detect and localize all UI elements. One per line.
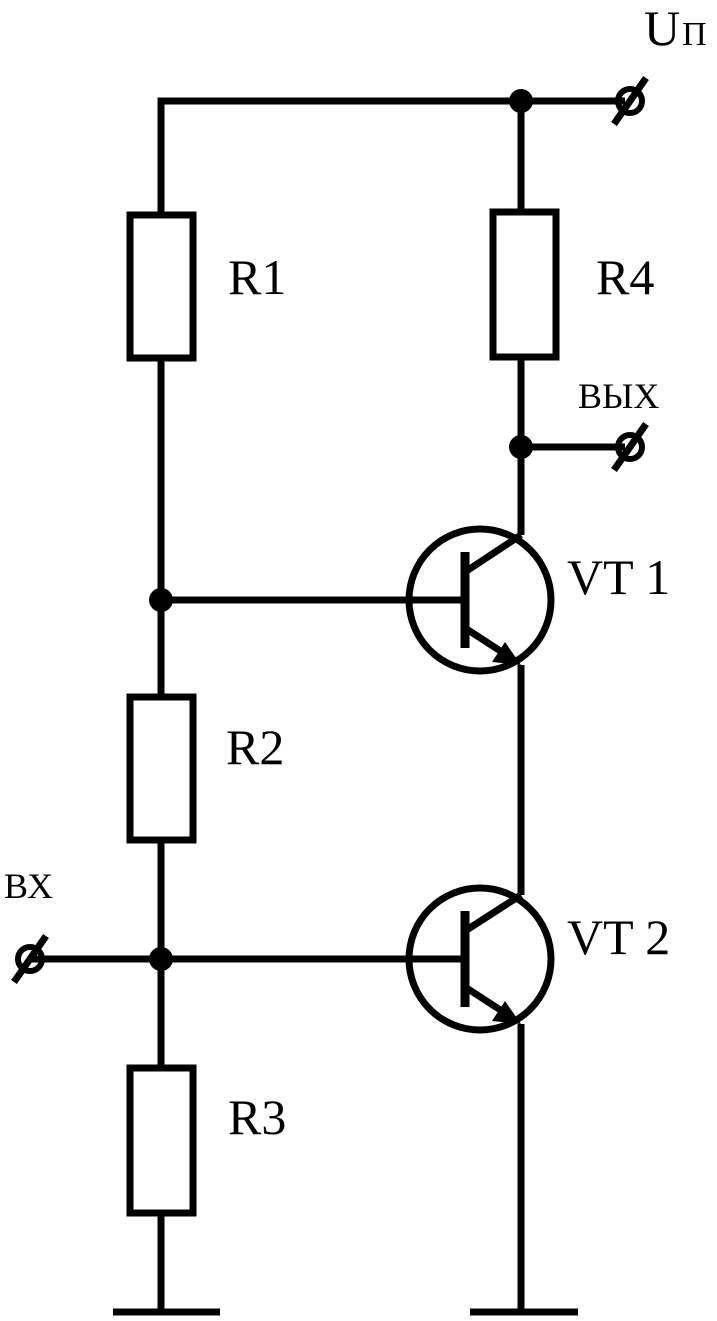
supply-label: UП [644,0,707,56]
input-terminal-circle [15,944,45,974]
transistor-vt2[interactable] [30,884,555,1034]
transistor-vt1[interactable] [161,525,555,675]
resistor-r1[interactable] [126,211,197,362]
resistor-r2[interactable] [126,693,197,844]
r1-label: R1 [228,249,286,305]
input-terminal-slash [11,934,49,984]
resistor-r3[interactable] [126,1064,197,1217]
output-label: ВЫХ [578,376,659,416]
resistor-r4[interactable] [489,208,560,361]
output-terminal-slash [611,422,649,472]
vt1-emitter-arrow [492,642,521,665]
vt1-label: VT 1 [567,549,670,605]
right-branch [470,208,625,1316]
supply-terminal[interactable] [611,76,649,126]
vt2-emitter-arrow [492,1001,521,1024]
input-label: ВХ [4,866,53,906]
vt1-collector [463,532,523,575]
r2-label: R2 [226,719,284,775]
vt1-emitter [463,625,507,657]
supply-terminal-circle [615,86,645,116]
r3-label: R3 [228,1089,286,1145]
input-terminal[interactable] [11,934,49,984]
rail-junction [509,89,533,113]
output-terminal-circle [615,432,645,462]
left-branch [113,211,220,1316]
vt2-collector [463,892,523,934]
supply-terminal-slash [611,76,649,126]
r4-label: R4 [596,249,654,305]
supply-rail [157,89,625,212]
rail-wire [157,97,625,212]
output-terminal[interactable] [611,422,649,472]
vt2-emitter [463,984,507,1016]
vt2-label: VT 2 [567,909,670,965]
